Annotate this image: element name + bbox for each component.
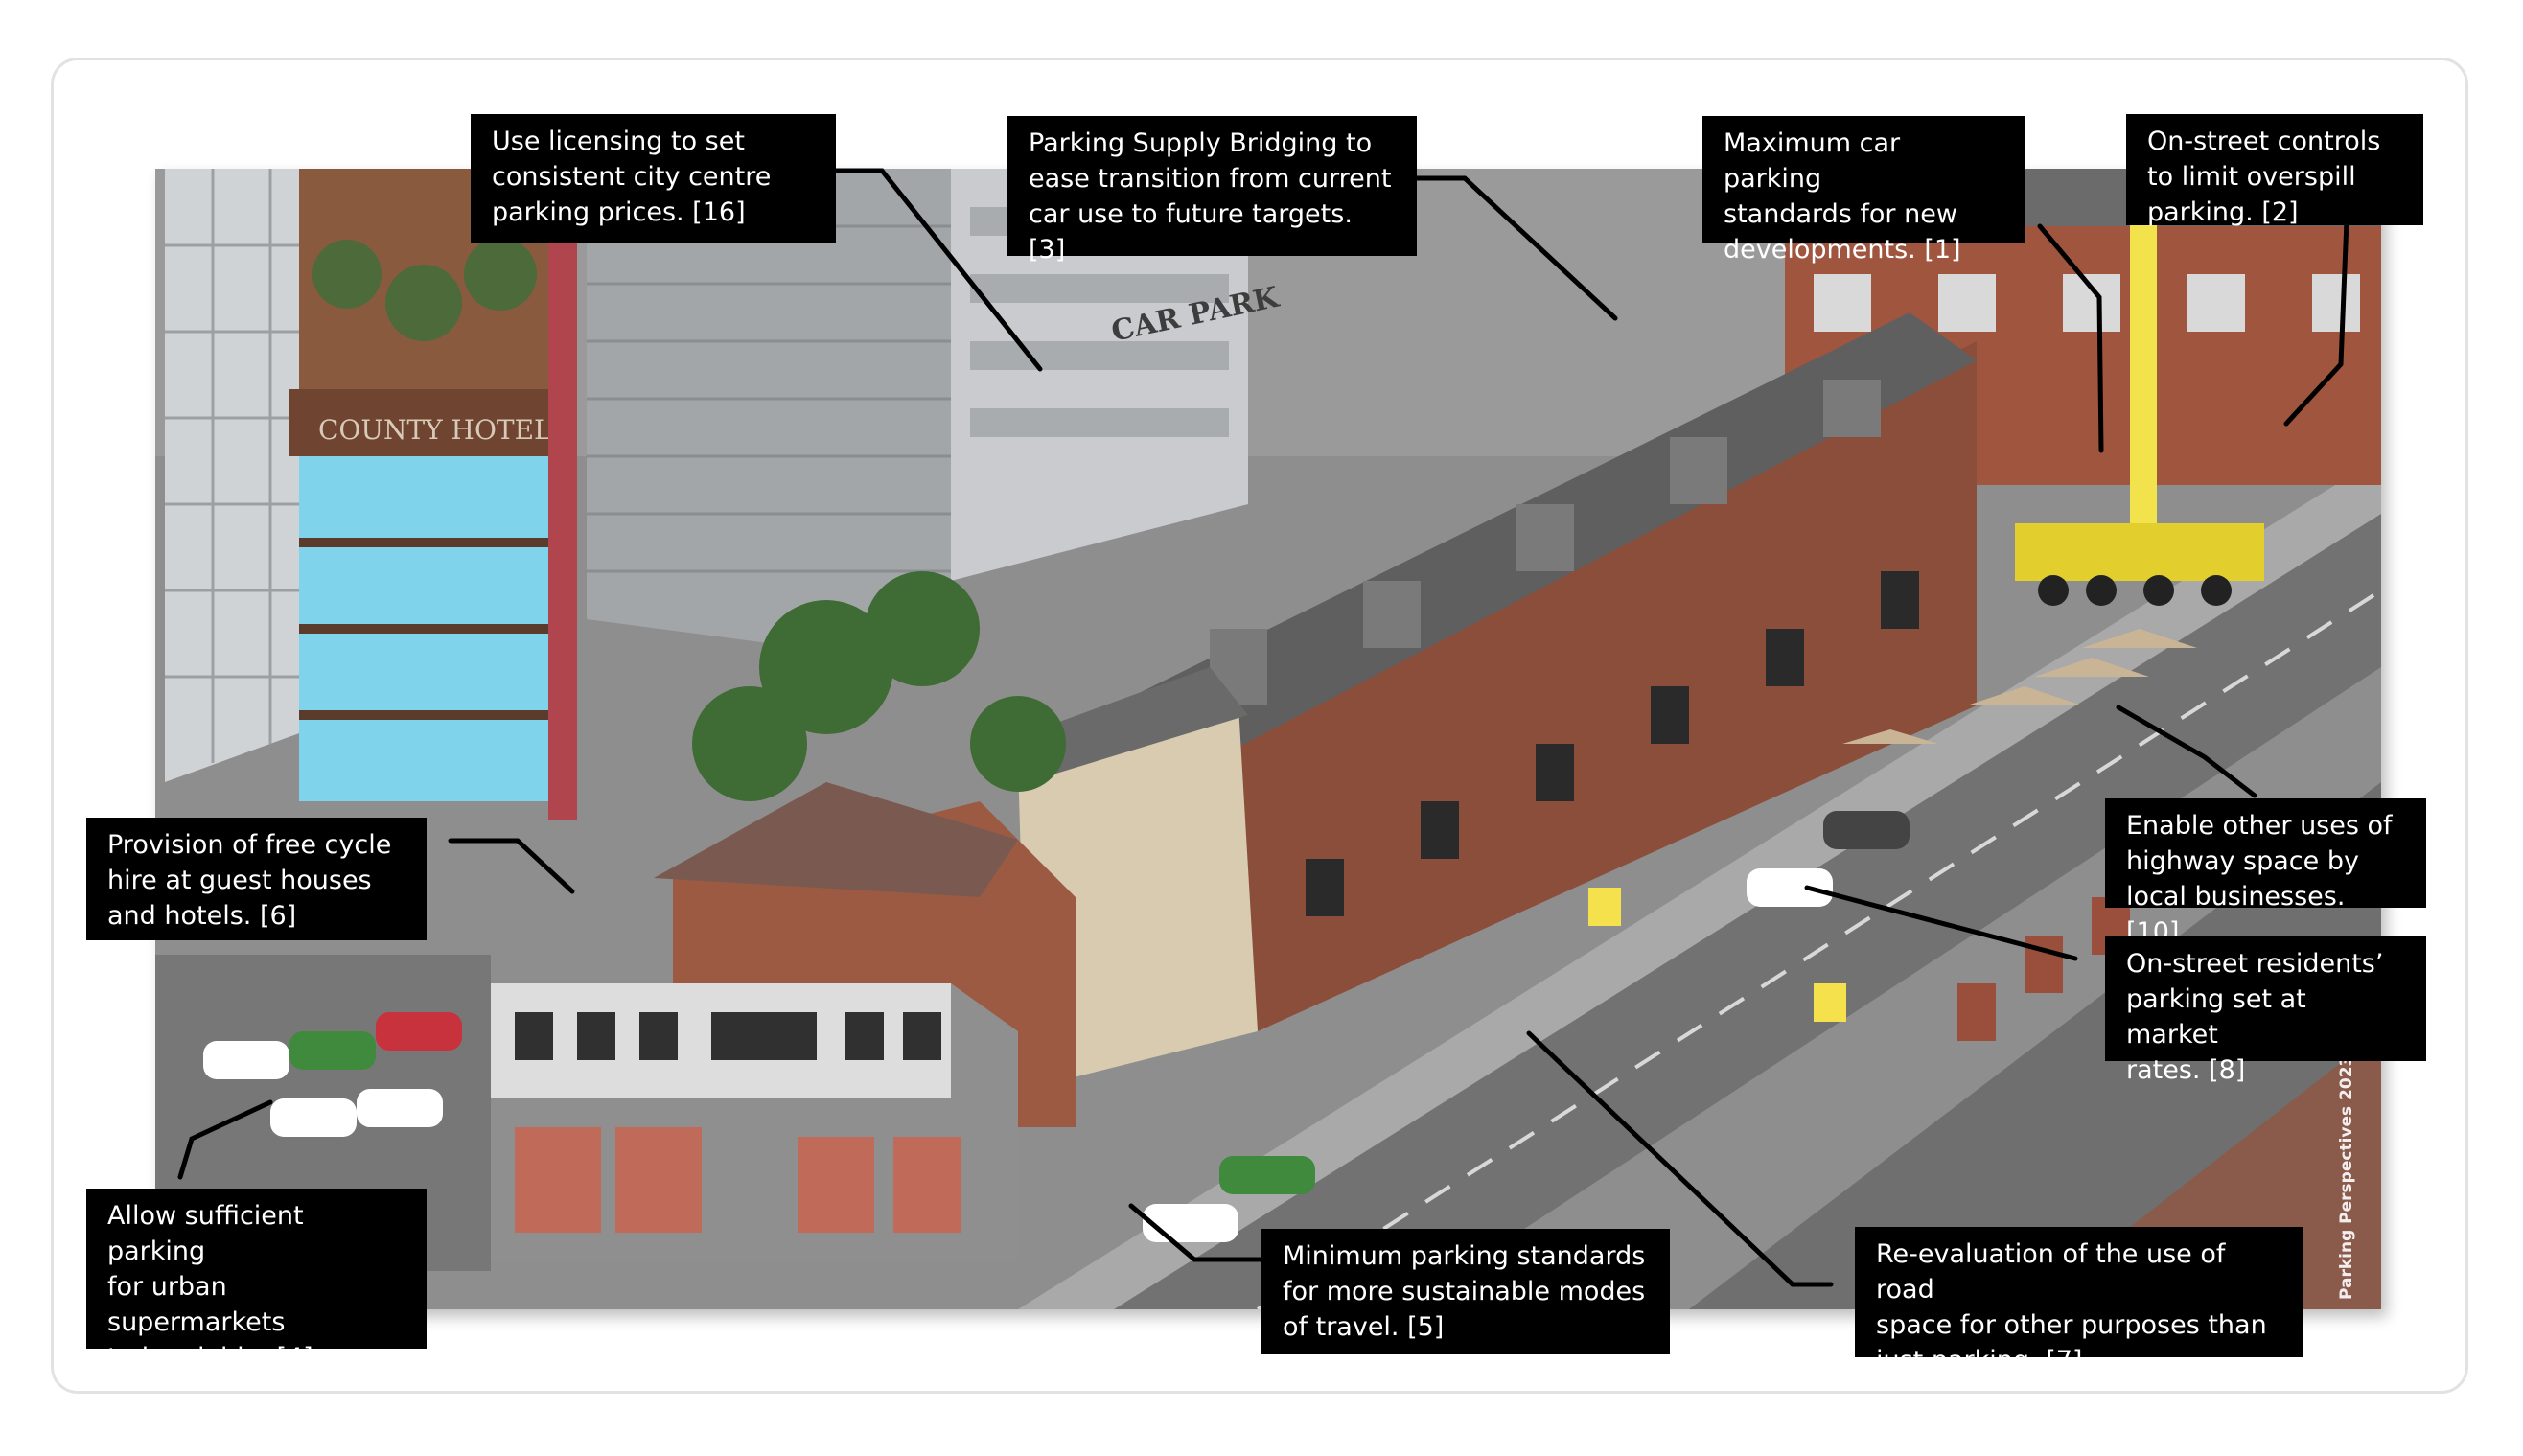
callout-maximum: Maximum car parking standards for new de… [1702,116,2025,265]
street-scene-illustration: COUNTY HOTEL CAR PARK [155,169,2381,1309]
callout-residents: On-street residents’ parking set at mark… [2105,936,2426,1085]
terrace-windows [1306,571,1919,916]
callout-minimum: Minimum parking standards for more susta… [1262,1229,1670,1354]
crane-mast [2130,169,2157,533]
hotel-roof-trees [312,238,537,341]
multi-storey-slats [587,224,951,573]
callout-licensing: Use licensing to set consistent city cen… [471,114,836,243]
supermarket-shop-windows [515,1127,961,1233]
cream-house [1018,705,1258,1089]
watermark-text: Parking Perspectives 2023 [2337,1054,2356,1300]
callout-bridging: Parking Supply Bridging to ease transiti… [1007,116,1417,265]
hotel-sign-text: COUNTY HOTEL [318,414,552,446]
pavement [1018,456,2381,1309]
middle-brick-roofs [654,782,1018,897]
parked-cars-left [203,1012,462,1137]
callout-supermarkets: Allow sufficient parking for urban super… [86,1189,427,1373]
terrace-brick-row [1162,341,1977,1031]
callout-on-street-controls: On-street controls to limit overspill pa… [2126,114,2423,227]
hotel-glass-floors [299,538,548,720]
hotel-sign-band [289,389,577,456]
crane-wheels [2038,575,2232,606]
hotel-red-panel [548,226,577,820]
street-scene-svg: COUNTY HOTEL CAR PARK [155,169,2381,1309]
warning-signs [1588,888,1846,1022]
crane-vehicle [2015,523,2264,581]
callout-cycle-hire: Provision of free cycle hire at guest ho… [86,818,427,940]
outdoor-parasols [1842,629,2197,744]
middle-trees [692,571,1066,801]
chimneys [1210,380,1881,705]
callout-highway-space: Enable other uses of highway space by lo… [2105,798,2426,947]
supermarket-upper-windows [515,1012,941,1060]
callout-road-space: Re-evaluation of the use of road space f… [1855,1227,2303,1375]
